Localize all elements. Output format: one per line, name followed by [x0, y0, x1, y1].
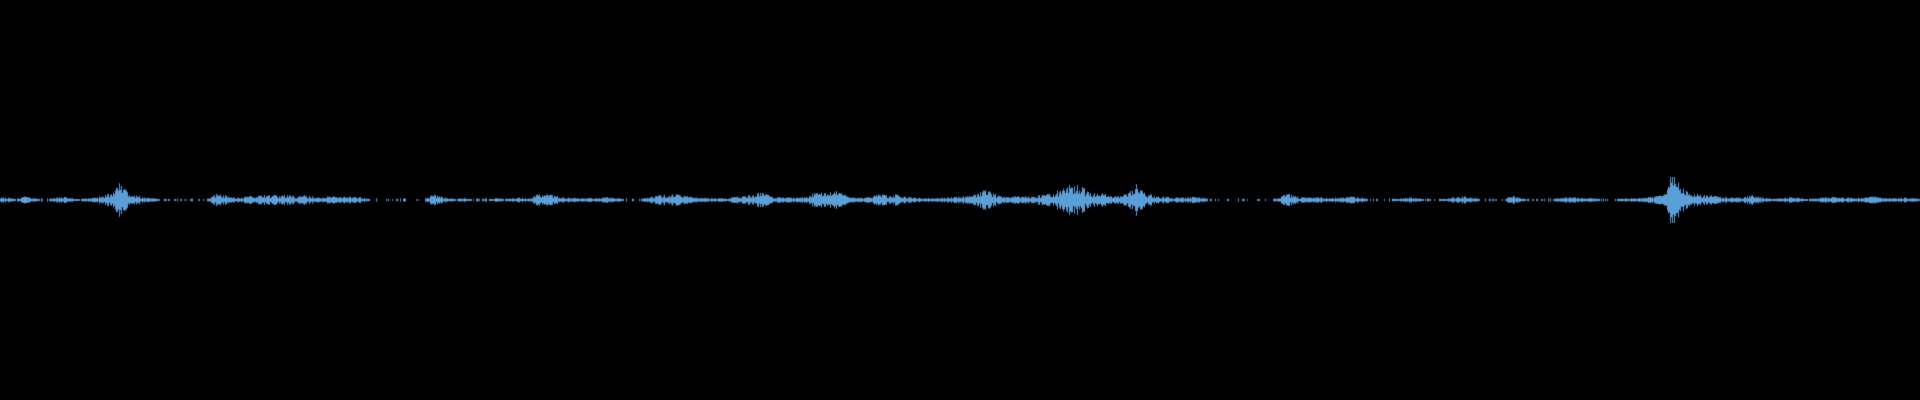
waveform-panel [0, 0, 1920, 400]
audio-waveform-canvas [0, 0, 1920, 400]
